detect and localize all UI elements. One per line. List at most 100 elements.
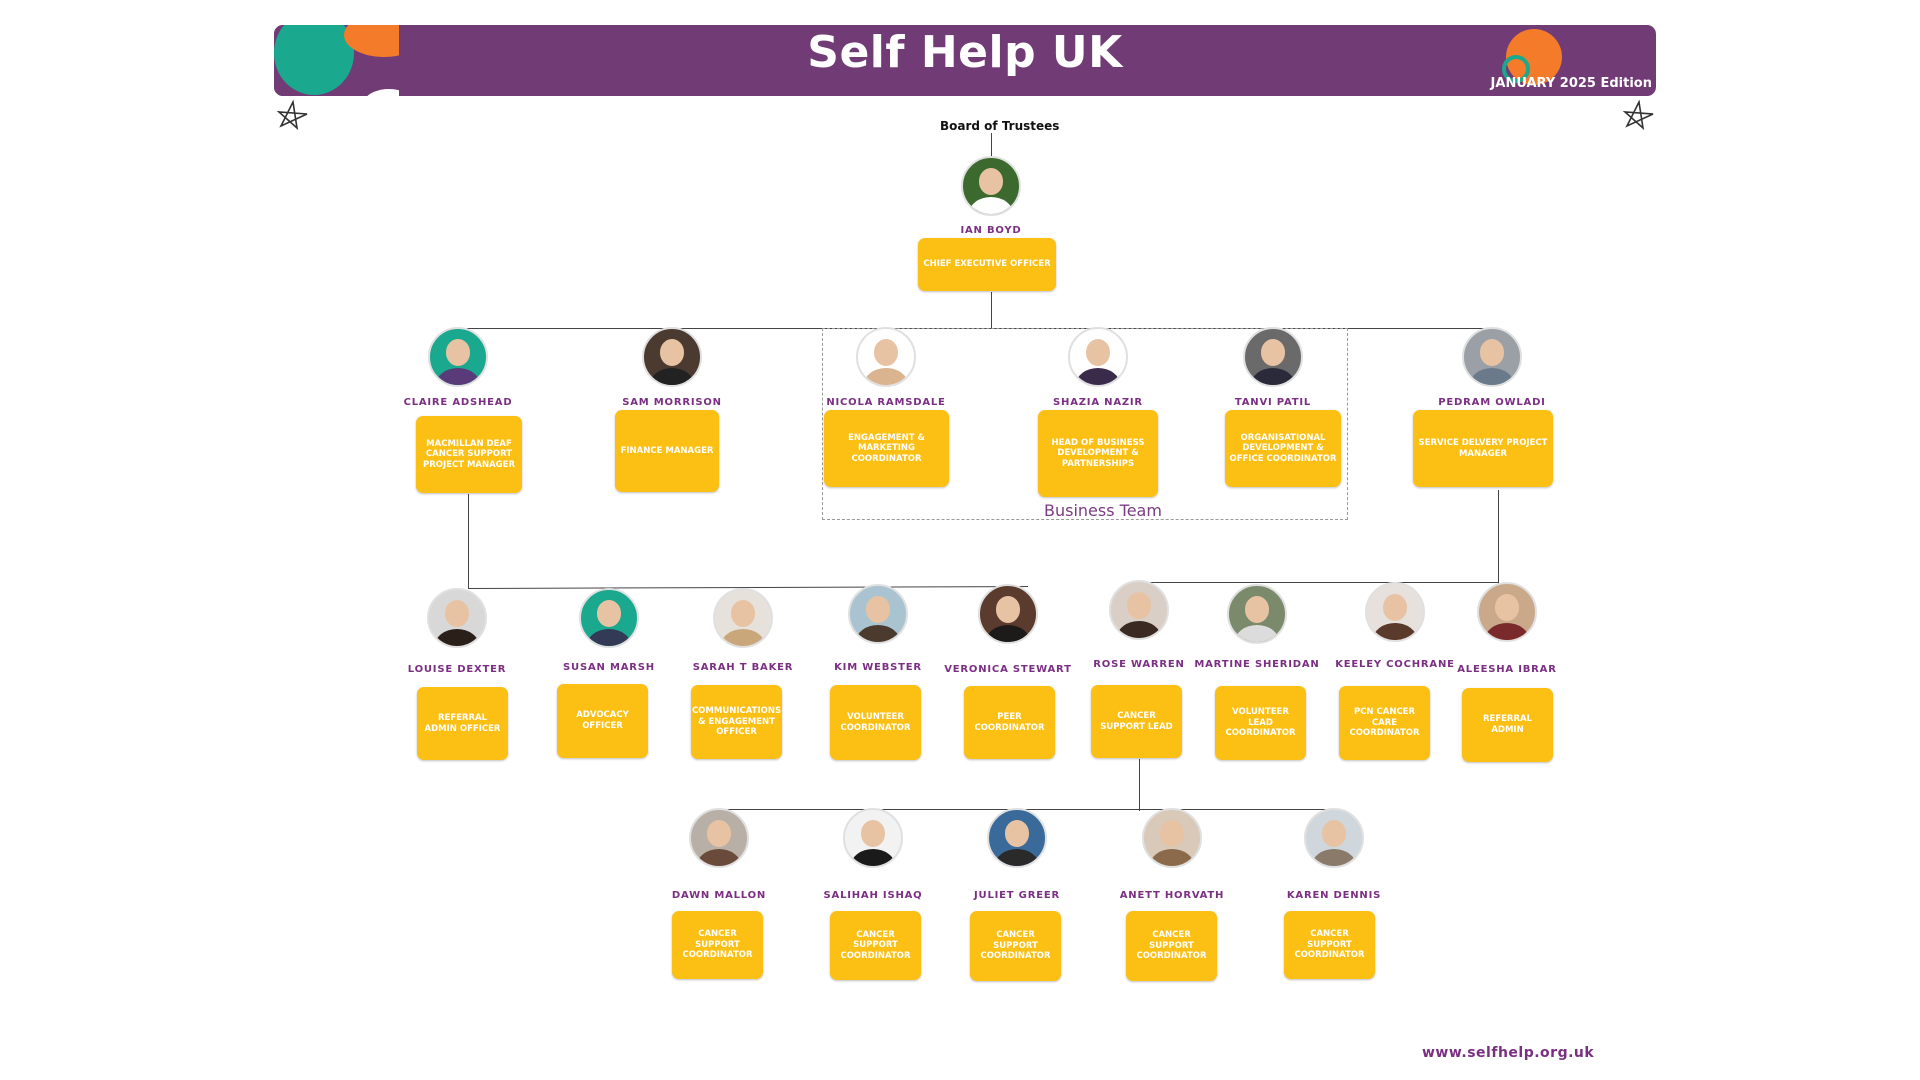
avatar — [428, 327, 488, 387]
avatar-shoulders — [649, 368, 695, 385]
role-box: CANCER SUPPORT COORDINATOR — [830, 911, 921, 980]
avatar-face — [706, 820, 732, 847]
business-team-group — [822, 328, 1348, 520]
avatar — [856, 327, 916, 387]
avatar-face — [865, 596, 891, 623]
avatar-shoulders — [1484, 623, 1530, 640]
role-box: CANCER SUPPORT COORDINATOR — [970, 911, 1061, 981]
avatar — [987, 808, 1047, 868]
avatar-face — [445, 339, 471, 366]
role-box: FINANCE MANAGER — [615, 410, 719, 492]
avatar-face — [1382, 594, 1408, 621]
role-box: PCN CANCER CARE COORDINATOR — [1339, 686, 1430, 760]
connector-line — [1143, 582, 1499, 583]
connector-line — [1498, 490, 1499, 584]
avatar — [1365, 582, 1425, 642]
role-box: REFERRAL ADMIN — [1462, 688, 1553, 762]
avatar — [1109, 580, 1169, 640]
person-name: SUSAN MARSH — [563, 662, 655, 673]
avatar-shoulders — [720, 629, 766, 646]
role-box: REFERRAL ADMIN OFFICER — [417, 687, 508, 760]
decorative-shapes-right — [1494, 25, 1579, 96]
business-team-label: Business Team — [1044, 501, 1162, 520]
avatar-face — [1159, 820, 1185, 847]
avatar-shoulders — [586, 629, 632, 646]
avatar-shoulders — [1250, 368, 1296, 385]
role-box: ADVOCACY OFFICER — [557, 684, 648, 758]
avatar-shoulders — [855, 625, 901, 642]
person-name: ROSE WARREN — [1093, 659, 1185, 670]
avatar-face — [978, 168, 1004, 195]
avatar-shoulders — [1469, 368, 1515, 385]
star-doodle-icon — [277, 100, 308, 130]
person-name: TANVI PATIL — [1234, 397, 1312, 408]
role-box: CHIEF EXECUTIVE OFFICER — [918, 238, 1056, 291]
avatar-face — [1085, 339, 1111, 366]
role-box: VOLUNTEER LEAD COORDINATOR — [1215, 686, 1306, 760]
role-box: SERVICE DELVERY PROJECT MANAGER — [1413, 410, 1553, 487]
connector-line — [1139, 759, 1140, 811]
person-name: SALIHAH ISHAQ — [823, 890, 923, 901]
avatar-face — [659, 339, 685, 366]
avatar-face — [1321, 820, 1347, 847]
connector-line — [468, 494, 469, 589]
avatar-face — [730, 600, 756, 627]
avatar-shoulders — [435, 368, 481, 385]
avatar — [713, 588, 773, 648]
header-banner: Self Help UK JANUARY 2025 Edition — [274, 25, 1656, 96]
decorative-shapes-left — [274, 25, 399, 96]
avatar — [1142, 808, 1202, 868]
footer-url[interactable]: www.selfhelp.org.uk — [1422, 1045, 1595, 1061]
avatar-shoulders — [1116, 621, 1162, 638]
avatar — [1243, 327, 1303, 387]
avatar-face — [995, 596, 1021, 623]
avatar-shoulders — [968, 197, 1014, 214]
role-box: CANCER SUPPORT COORDINATOR — [1126, 911, 1217, 981]
person-name: KEELEY COCHRANE — [1335, 659, 1455, 670]
person-name: CLAIRE ADSHEAD — [403, 397, 513, 408]
role-box: CANCER SUPPORT COORDINATOR — [1284, 911, 1375, 979]
avatar — [689, 808, 749, 868]
person-name: ALEESHA IBRAR — [1457, 664, 1557, 675]
avatar-face — [1126, 592, 1152, 619]
avatar — [978, 584, 1038, 644]
person-name: SAM MORRISON — [622, 397, 722, 408]
avatar-face — [1004, 820, 1030, 847]
avatar-shoulders — [850, 849, 896, 866]
avatar-shoulders — [1372, 623, 1418, 640]
role-box: VOLUNTEER COORDINATOR — [830, 685, 921, 760]
avatar — [1068, 327, 1128, 387]
avatar-shoulders — [434, 629, 480, 646]
avatar-shoulders — [863, 368, 909, 385]
person-name: VERONICA STEWART — [944, 664, 1072, 675]
role-box: PEER COORDINATOR — [964, 686, 1055, 759]
avatar-face — [1479, 339, 1505, 366]
role-box: CANCER SUPPORT COORDINATOR — [672, 911, 763, 979]
avatar — [1462, 327, 1522, 387]
avatar-face — [860, 820, 886, 847]
avatar — [642, 327, 702, 387]
avatar — [427, 588, 487, 648]
avatar-shoulders — [1075, 368, 1121, 385]
avatar-shoulders — [1234, 625, 1280, 642]
person-name: MARTINE SHERIDAN — [1194, 659, 1320, 670]
avatar — [1227, 584, 1287, 644]
avatar-face — [1260, 339, 1286, 366]
avatar-shoulders — [994, 849, 1040, 866]
avatar — [579, 588, 639, 648]
avatar — [843, 808, 903, 868]
role-box: COMMUNICATIONS & ENGAGEMENT OFFICER — [691, 685, 782, 759]
role-box: ORGANISATIONAL DEVELOPMENT & OFFICE COOR… — [1225, 410, 1341, 487]
avatar-shoulders — [696, 849, 742, 866]
avatar — [1304, 808, 1364, 868]
person-name: KIM WEBSTER — [834, 662, 922, 673]
connector-line — [991, 292, 992, 328]
person-name: KAREN DENNIS — [1286, 890, 1382, 901]
person-name: PEDRAM OWLADI — [1438, 397, 1546, 408]
avatar — [1477, 582, 1537, 642]
person-name: JULIET GREER — [974, 890, 1060, 901]
person-name: DAWN MALLON — [671, 890, 767, 901]
page-title: Self Help UK — [807, 27, 1123, 78]
role-box: HEAD OF BUSINESS DEVELOPMENT & PARTNERSH… — [1038, 410, 1158, 497]
star-doodle-icon — [1623, 100, 1654, 130]
